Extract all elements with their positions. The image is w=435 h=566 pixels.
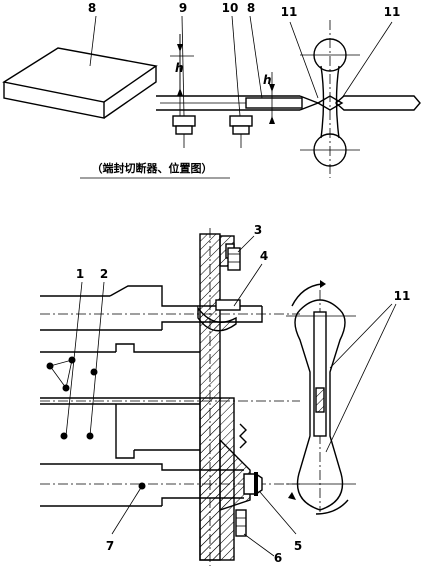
shaft-housing: [40, 343, 300, 459]
roller-9: [172, 34, 196, 148]
strip-piece-right: [334, 95, 421, 111]
leader-1: [65, 281, 83, 437]
label-7: 7: [106, 539, 114, 553]
label-10: 10: [222, 1, 239, 15]
leader-8-top: [249, 15, 263, 99]
leader-4: [233, 263, 263, 307]
cutter-side: [286, 280, 356, 515]
label-3: 3: [254, 223, 262, 237]
label-2: 2: [100, 267, 108, 281]
leader-3: [237, 235, 255, 253]
caption: （端封切断器、位置图）: [92, 161, 213, 175]
lower-shaft: [40, 463, 300, 507]
terminal-points: [46, 356, 146, 490]
leader-11-c2: [325, 303, 397, 453]
label-8-top: 8: [247, 1, 255, 15]
leader-6: [243, 533, 275, 557]
leader-9: [181, 15, 185, 117]
cutter-top: [300, 20, 360, 178]
label-5: 5: [294, 539, 302, 553]
leader-8-block: [89, 15, 97, 67]
label-6: 6: [274, 551, 282, 565]
label-h-right: h: [263, 73, 272, 87]
roller-10: [229, 115, 253, 148]
label-11-c: 11: [394, 289, 411, 303]
label-4: 4: [260, 249, 268, 263]
leader-11-c1: [329, 303, 393, 369]
dimension-h-right: [269, 72, 275, 124]
label-8-block: 8: [88, 1, 96, 15]
leader-7: [111, 485, 143, 535]
leader-5: [259, 491, 297, 535]
leader-11-b: [341, 21, 393, 99]
label-1: 1: [76, 267, 84, 281]
strip-piece-left: [245, 97, 303, 109]
label-9: 9: [179, 1, 187, 15]
leader-10: [231, 15, 241, 117]
leader-2: [89, 281, 105, 437]
label-h-left: h: [175, 61, 184, 75]
workpiece-block: [2, 47, 158, 119]
gear-3: [227, 247, 241, 271]
leader-11-a: [289, 21, 319, 99]
gear-6: [235, 423, 247, 537]
label-11-a: 11: [281, 5, 298, 19]
label-11-b: 11: [384, 5, 401, 19]
upper-shaft: [40, 285, 300, 332]
